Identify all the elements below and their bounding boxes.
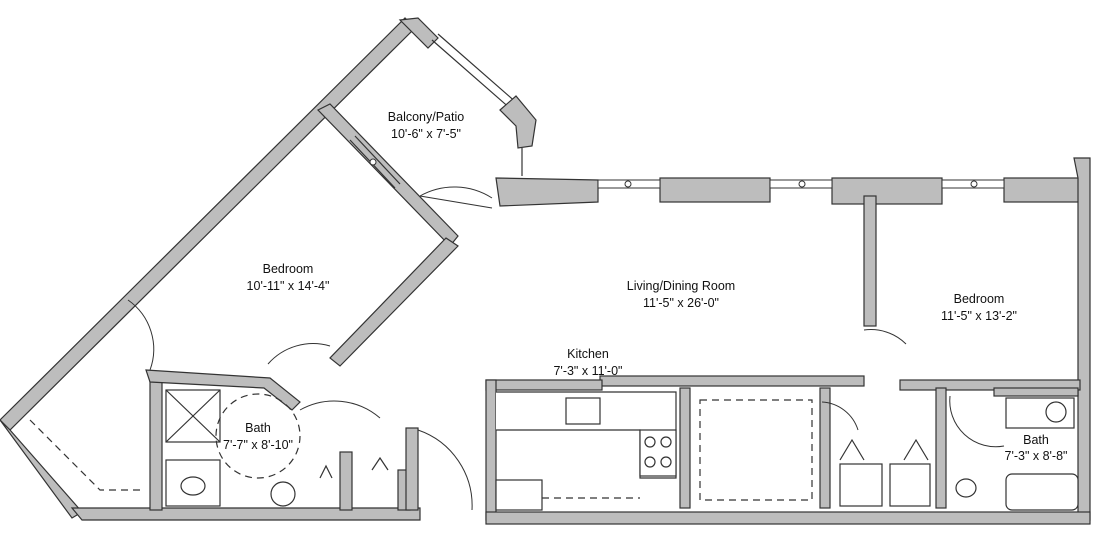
east-wall xyxy=(1073,157,1091,521)
north-wall-segment-2 xyxy=(659,177,771,203)
kitchen-wall-west xyxy=(485,379,497,521)
bath2-wall-top xyxy=(993,387,1079,397)
bedroom2-wall-west xyxy=(863,195,877,327)
kitchen-name: Kitchen xyxy=(567,347,609,361)
kitchen-sink xyxy=(565,397,601,425)
north-wall xyxy=(495,157,1091,521)
door-bath1 xyxy=(299,400,381,419)
bath1-toilet xyxy=(180,476,206,496)
kitchen-dims: 7'-3" x 11'-0" xyxy=(553,364,622,378)
fixtures xyxy=(29,389,1079,511)
outer-wall-balcony-corner xyxy=(398,17,439,49)
balcony-dims: 10'-6" x 7'-5" xyxy=(391,127,461,141)
outer-wall-south-right xyxy=(485,511,1091,525)
closet-wall-a xyxy=(679,387,691,509)
north-wall-segment-3 xyxy=(831,177,943,205)
outer-wall-south-left xyxy=(0,419,83,519)
living-south-wall xyxy=(599,375,865,387)
bath2-dims: 7'-3" x 8'-8" xyxy=(1005,449,1068,463)
bath1-sink xyxy=(270,481,296,507)
door-balcony xyxy=(419,186,493,199)
door-bath2 xyxy=(949,395,1005,448)
door-bedroom1 xyxy=(267,343,331,365)
door-entry xyxy=(417,429,473,511)
bath1-name: Bath xyxy=(245,421,271,435)
living-name: Living/Dining Room xyxy=(627,279,735,293)
right-wing-walls xyxy=(485,195,1091,525)
bedroom2-dims: 11'-5" x 13'-2" xyxy=(941,309,1017,323)
kitchen-north-wall xyxy=(485,379,603,391)
outer-wall-south xyxy=(70,507,421,521)
north-wall-segment-4 xyxy=(1003,177,1085,203)
balcony-rail xyxy=(431,33,537,176)
cooktop xyxy=(639,429,677,477)
bath2-sink xyxy=(1045,401,1067,423)
doors xyxy=(127,186,1005,511)
door-closet2 xyxy=(821,401,859,431)
left-wing-walls xyxy=(0,17,459,521)
bedroom-window xyxy=(349,135,401,189)
bath-wall-east xyxy=(339,451,353,511)
door-bedroom2 xyxy=(863,329,907,345)
bathtub xyxy=(1005,473,1079,511)
room-labels: Balcony/Patio 10'-6" x 7'-5" Bedroom 10'… xyxy=(223,110,1067,463)
bedroom2-name: Bedroom xyxy=(954,292,1005,306)
bath1-turning-circle xyxy=(215,393,301,479)
bath2-name: Bath xyxy=(1023,433,1049,447)
balcony-column xyxy=(499,95,537,149)
bedroom1-closet xyxy=(29,419,140,491)
bedroom-wall-north xyxy=(316,103,459,247)
washer xyxy=(839,463,883,507)
kitchen-counter-lower xyxy=(495,479,543,511)
closet-1 xyxy=(699,399,813,501)
living-dims: 11'-5" x 26'-0" xyxy=(643,296,719,310)
bedroom2-south-wall xyxy=(899,379,1081,391)
bath-wall-west xyxy=(149,375,163,511)
kitchen-counter xyxy=(496,391,677,479)
bath2-toilet xyxy=(955,478,977,498)
bath-wall-north xyxy=(145,369,301,411)
entry-wall xyxy=(405,427,419,511)
bedroom-wall-east xyxy=(329,237,459,367)
north-wall-segment-1 xyxy=(495,177,599,207)
dryer xyxy=(889,463,931,507)
bedroom1-dims: 10'-11" x 14'-4" xyxy=(247,279,330,293)
outer-wall-southwest xyxy=(0,17,416,431)
bedroom1-name: Bedroom xyxy=(263,262,314,276)
bath2-wall-west xyxy=(935,387,947,509)
closet-wall-b xyxy=(819,387,831,509)
balcony-name: Balcony/Patio xyxy=(388,110,464,124)
bath1-dims: 7'-7" x 8'-10" xyxy=(223,438,293,452)
door-bedroom1-closet xyxy=(127,299,155,371)
